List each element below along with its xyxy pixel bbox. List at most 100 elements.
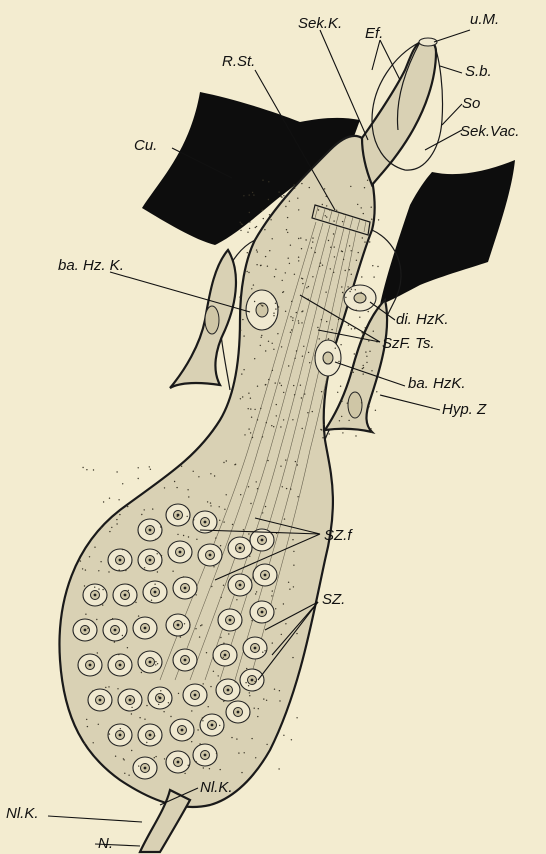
stipple-dot bbox=[363, 373, 364, 374]
stipple-dot bbox=[193, 471, 194, 472]
stipple-dot bbox=[231, 737, 232, 738]
stipple-dot bbox=[216, 753, 217, 754]
stipple-dot bbox=[326, 321, 327, 322]
stipple-dot bbox=[284, 518, 285, 519]
stipple-dot bbox=[292, 317, 293, 318]
stipple-dot bbox=[290, 316, 291, 317]
stipple-dot bbox=[256, 481, 257, 482]
stipple-dot bbox=[146, 742, 147, 743]
stipple-dot bbox=[262, 436, 263, 437]
stipple-dot bbox=[333, 233, 334, 234]
stipple-dot bbox=[286, 488, 287, 489]
stipple-dot bbox=[239, 296, 240, 297]
stipple-dot bbox=[361, 292, 362, 293]
stipple-dot bbox=[160, 526, 161, 527]
stipple-dot bbox=[268, 181, 269, 182]
stipple-dot bbox=[285, 311, 286, 312]
stipple-dot bbox=[298, 260, 299, 261]
stipple-dot bbox=[248, 393, 249, 394]
stipple-dot bbox=[265, 384, 266, 385]
stipple-dot bbox=[200, 625, 201, 626]
stipple-dot bbox=[155, 756, 156, 757]
stipple-dot bbox=[124, 759, 125, 760]
stipple-dot bbox=[342, 432, 343, 433]
stipple-dot bbox=[275, 382, 276, 383]
stipple-dot bbox=[154, 735, 155, 736]
stipple-dot bbox=[336, 210, 337, 211]
stipple-dot bbox=[256, 591, 257, 592]
sense-cell-nucleolus bbox=[144, 627, 147, 630]
stipple-dot bbox=[101, 527, 102, 528]
stipple-dot bbox=[98, 588, 99, 589]
stipple-dot bbox=[294, 394, 295, 395]
stipple-dot bbox=[355, 289, 356, 290]
stipple-dot bbox=[285, 459, 286, 460]
stipple-dot bbox=[215, 537, 216, 538]
stipple-dot bbox=[288, 258, 289, 259]
stipple-dot bbox=[293, 586, 294, 587]
stipple-dot bbox=[226, 494, 227, 495]
stipple-dot bbox=[300, 385, 301, 386]
stipple-dot bbox=[116, 519, 117, 520]
stipple-dot bbox=[157, 571, 158, 572]
stipple-dot bbox=[321, 319, 322, 320]
stipple-dot bbox=[345, 297, 346, 298]
stipple-dot bbox=[199, 743, 200, 744]
stipple-dot bbox=[350, 186, 351, 187]
stipple-dot bbox=[201, 624, 202, 625]
stipple-dot bbox=[224, 509, 225, 510]
stipple-dot bbox=[283, 419, 284, 420]
stipple-dot bbox=[82, 568, 83, 569]
label-sek-vac: Sek.Vac. bbox=[460, 123, 519, 140]
stipple-dot bbox=[268, 199, 269, 200]
stipple-dot bbox=[178, 693, 179, 694]
stipple-dot bbox=[119, 569, 120, 570]
stipple-dot bbox=[333, 220, 334, 221]
stipple-dot bbox=[322, 265, 323, 266]
stipple-dot bbox=[354, 353, 355, 354]
label-ba-hz-k-left: ba. Hz. K. bbox=[58, 257, 124, 274]
stipple-dot bbox=[272, 590, 273, 591]
stipple-dot bbox=[125, 570, 126, 571]
stipple-dot bbox=[122, 549, 123, 550]
stipple-dot bbox=[351, 289, 352, 290]
stipple-dot bbox=[275, 269, 276, 270]
stipple-dot bbox=[363, 365, 364, 366]
stipple-dot bbox=[114, 641, 115, 642]
stipple-dot bbox=[255, 757, 256, 758]
stipple-dot bbox=[289, 263, 290, 264]
stipple-dot bbox=[268, 341, 269, 342]
stipple-dot bbox=[277, 333, 278, 334]
stipple-dot bbox=[85, 569, 86, 570]
stipple-dot bbox=[285, 206, 286, 207]
stipple-dot bbox=[305, 239, 306, 240]
stipple-dot bbox=[246, 668, 247, 669]
stipple-dot bbox=[256, 226, 257, 227]
stipple-dot bbox=[281, 346, 282, 347]
stipple-dot bbox=[255, 593, 256, 594]
stipple-dot bbox=[266, 422, 267, 423]
stipple-dot bbox=[253, 284, 254, 285]
stipple-dot bbox=[302, 283, 303, 284]
stipple-dot bbox=[309, 187, 310, 188]
stipple-dot bbox=[244, 434, 245, 435]
stipple-dot bbox=[220, 769, 221, 770]
sense-cell-nucleolus bbox=[224, 654, 227, 657]
stipple-dot bbox=[219, 520, 220, 521]
stipple-dot bbox=[108, 686, 109, 687]
stipple-dot bbox=[257, 488, 258, 489]
stipple-dot bbox=[252, 437, 253, 438]
stipple-dot bbox=[307, 412, 308, 413]
stipple-dot bbox=[279, 382, 280, 383]
stipple-dot bbox=[87, 628, 88, 629]
stipple-dot bbox=[197, 729, 198, 730]
sense-cell-nucleolus bbox=[149, 529, 152, 532]
stipple-dot bbox=[151, 600, 152, 601]
stipple-dot bbox=[281, 385, 282, 386]
stipple-dot bbox=[339, 420, 340, 421]
stipple-dot bbox=[264, 229, 265, 230]
sense-cell-nucleolus bbox=[184, 587, 187, 590]
stipple-dot bbox=[82, 467, 83, 468]
stipple-dot bbox=[351, 328, 352, 329]
stipple-dot bbox=[302, 428, 303, 429]
